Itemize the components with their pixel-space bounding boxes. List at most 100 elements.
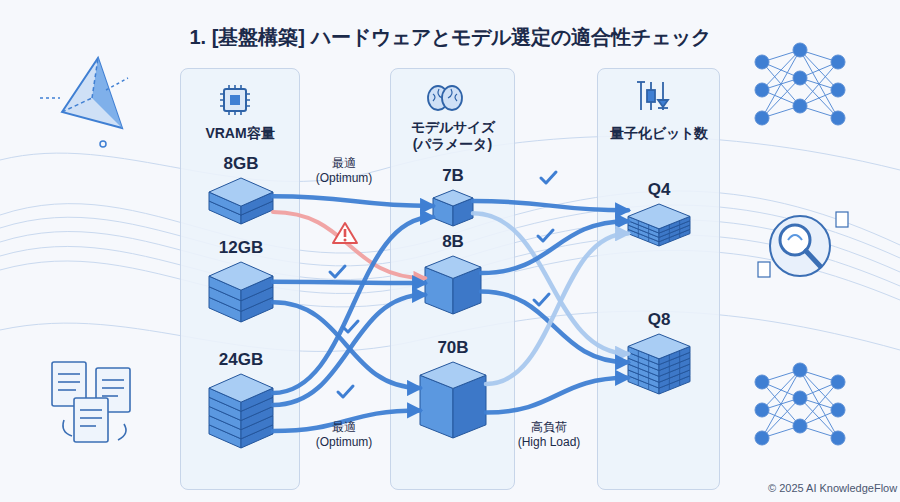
stack-face: [209, 178, 273, 206]
quant-level: Q4: [628, 179, 690, 247]
block-divider: [638, 368, 639, 374]
stack-layers: [209, 178, 273, 224]
block-divider: [679, 368, 680, 374]
block-divider: [669, 366, 670, 372]
column-panel: VRAM容量 8GB 12GB 24GB: [180, 68, 300, 490]
flow-arrow: [486, 233, 628, 384]
flow-arrow: [273, 282, 425, 283]
block-divider: [669, 384, 670, 390]
flow-arrow: [486, 378, 628, 413]
column-header: モデルサイズ (パラメータ): [391, 119, 514, 153]
document-icon: [52, 362, 130, 442]
flow-arrow: [473, 201, 628, 210]
check-mark: [330, 172, 556, 397]
stack-face: [628, 334, 690, 359]
vram-option: 8GB: [209, 153, 273, 225]
block-divider: [638, 380, 639, 386]
block-divider: [679, 221, 680, 225]
block-divider: [648, 225, 649, 229]
block-divider: [648, 361, 649, 367]
node-label: 8GB: [189, 153, 293, 175]
flow-arrow: [273, 196, 433, 206]
diagram-title: 1. [基盤構築] ハードウェアとモデル選定の適合性チェック: [0, 24, 900, 51]
cube-shape: [433, 189, 473, 227]
model-size: 8B: [425, 231, 481, 315]
node-label: Q4: [608, 179, 710, 201]
stack-face: [433, 190, 473, 206]
node-label: 70B: [400, 337, 506, 359]
quant-level: Q8: [628, 309, 690, 395]
block-divider: [679, 362, 680, 368]
node-label: 7B: [413, 165, 493, 187]
cube-shape: [425, 255, 481, 315]
block-divider: [638, 351, 639, 357]
edge-label: 最適 (Optimum): [311, 420, 377, 450]
model-size: 70B: [420, 337, 486, 439]
block-divider: [679, 380, 680, 386]
stack-layers: [420, 362, 486, 438]
edge-label: 高負荷 (High Load): [516, 420, 582, 450]
quantize-icon: [637, 82, 668, 110]
block-divider: [679, 351, 680, 357]
column-panel: 量子化ビット数 Q4Q8: [597, 68, 720, 490]
block-divider: [679, 356, 680, 362]
block-divider: [648, 372, 649, 378]
block-divider: [669, 378, 670, 384]
flow-arrow: [481, 291, 628, 362]
block-divider: [648, 366, 649, 372]
stack-layers: [209, 262, 273, 322]
stack-layers: [628, 334, 690, 394]
model-size: 7B: [433, 165, 473, 227]
node-label: Q8: [608, 309, 710, 331]
block-divider: [648, 355, 649, 361]
stack-face: [209, 374, 273, 402]
stack-face: [209, 262, 273, 290]
column-panel: モデルサイズ (パラメータ)7B8B70B: [390, 68, 515, 490]
block-divider: [638, 362, 639, 368]
memory-stack-shape: [209, 373, 273, 449]
copyright-notice: © 2025 AI KnowledgeFlow: [768, 482, 897, 494]
stack-layers: [433, 190, 473, 226]
block-divider: [638, 356, 639, 362]
stack-face: [420, 362, 486, 388]
stack-layers: [628, 204, 690, 246]
block-stack-shape: [628, 203, 690, 247]
block-divider: [648, 378, 649, 384]
cube-shape: [420, 361, 486, 439]
node-label: 24GB: [189, 349, 293, 371]
stack-face: [628, 204, 690, 229]
node-label: 12GB: [189, 237, 293, 259]
stack-face: [425, 256, 481, 278]
block-divider: [638, 221, 639, 225]
vram-option: 12GB: [209, 237, 273, 323]
warning-symbol: [333, 223, 357, 243]
stack-layers: [425, 256, 481, 314]
network-icon: [755, 43, 845, 125]
stack-layers: [209, 374, 273, 448]
block-divider: [669, 361, 670, 367]
chip-icon: [220, 85, 250, 115]
magnifier-icon: [758, 212, 848, 277]
flow-arrow: [481, 221, 628, 273]
triangle-icon: [40, 58, 128, 147]
block-stack-shape: [628, 333, 690, 395]
memory-stack-shape: [209, 177, 273, 225]
flow-arrow: [273, 217, 433, 393]
block-divider: [638, 374, 639, 380]
network-icon: [755, 363, 845, 445]
column-header: VRAM容量: [181, 125, 299, 142]
vram-option: 24GB: [209, 349, 273, 449]
block-divider: [669, 372, 670, 378]
block-divider: [669, 355, 670, 361]
flow-arrow: [273, 410, 420, 431]
flow-arrow: [273, 212, 425, 278]
column-header: 量子化ビット数: [598, 125, 719, 142]
memory-stack-shape: [209, 261, 273, 323]
flow-arrow: [273, 295, 425, 405]
flow-arrow: [473, 213, 628, 353]
block-divider: [648, 384, 649, 390]
